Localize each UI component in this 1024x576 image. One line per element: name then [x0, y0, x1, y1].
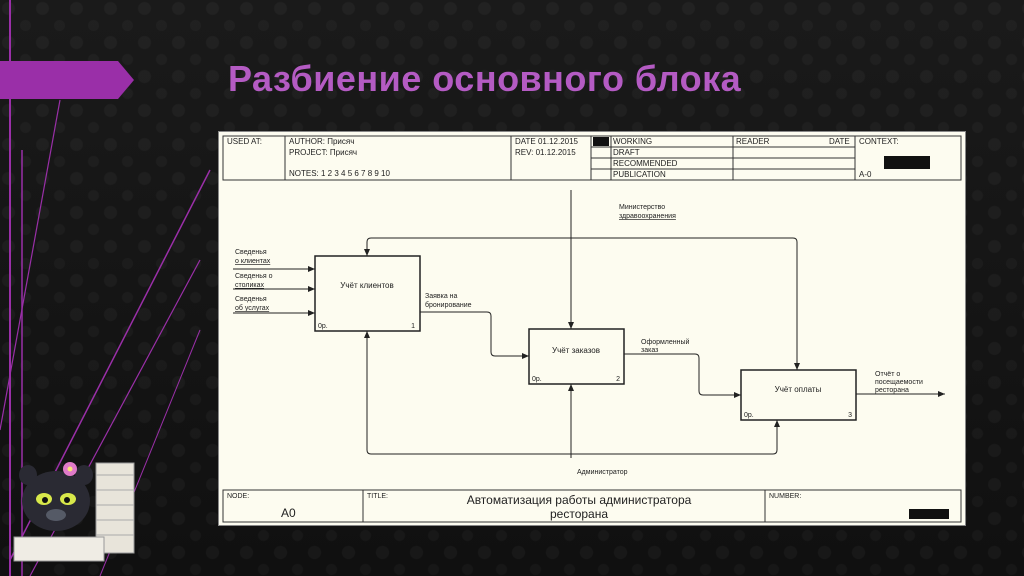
context-label: CONTEXT:	[859, 137, 899, 146]
flow-arrow	[624, 353, 741, 398]
notes-field: NOTES: 1 2 3 4 5 6 7 8 9 10	[289, 169, 391, 178]
status-recommended: RECOMMENDED	[613, 159, 678, 168]
node-label: NODE:	[227, 493, 249, 500]
mechanism-branch-arrow	[364, 331, 571, 455]
output-label: посещаемости	[875, 379, 923, 386]
box-label: Учёт оплаты	[775, 385, 822, 394]
title-ribbon	[0, 61, 134, 99]
input-label: о клиентах	[235, 258, 271, 265]
activity-box-1[interactable]: Учёт клиентов 0р. 1	[314, 255, 421, 332]
mechanism-label: Администратор	[577, 469, 628, 476]
diagram-title: ресторана	[550, 507, 608, 521]
input-label: Сведенья о	[235, 273, 273, 280]
flow-label: Оформленный	[641, 338, 690, 346]
control-label: здравоохранения	[619, 213, 676, 220]
context-marker	[884, 156, 930, 169]
box-number: 3	[848, 412, 852, 419]
input-label: об услугах	[235, 304, 270, 312]
flow-label: бронирование	[425, 301, 472, 309]
input-label: Сведенья	[235, 296, 267, 303]
flow-arrow	[420, 311, 529, 359]
box-label: Учёт клиентов	[340, 281, 393, 290]
title-label: TITLE:	[367, 493, 388, 500]
panther-mascot-image	[13, 462, 135, 562]
paper-stack	[13, 536, 105, 562]
activity-box-3[interactable]: Учёт оплаты 0р. 3	[740, 369, 857, 421]
context-node: A-0	[859, 170, 872, 179]
date-field: DATE 01.12.2015	[515, 137, 579, 146]
status-draft: DRAFT	[613, 148, 640, 157]
number-label: NUMBER:	[769, 493, 801, 500]
rev-field: REV: 01.12.2015	[515, 148, 576, 157]
box-cost: 0р.	[318, 323, 328, 330]
input-label: Сведенья	[235, 249, 267, 256]
output-label: Отчёт о	[875, 371, 900, 378]
reader-date-label: DATE	[829, 137, 850, 146]
author-field: AUTHOR: Присяч	[289, 137, 354, 146]
diagonal-line	[0, 99, 61, 431]
control-branch-arrow	[366, 237, 800, 370]
box-number: 2	[616, 376, 620, 383]
flow-label: заказ	[641, 347, 658, 354]
node-value: A0	[281, 506, 296, 520]
idef0-diagram: USED AT: AUTHOR: Присяч PROJECT: Присяч …	[218, 131, 966, 526]
box-cost: 0р.	[744, 412, 754, 419]
control-label: Министерство	[619, 204, 665, 211]
mechanism-branch-arrow	[571, 420, 780, 455]
diagram-header	[222, 135, 962, 181]
input-label: столиках	[235, 282, 264, 289]
working-marker	[593, 137, 609, 146]
box-cost: 0р.	[532, 376, 542, 383]
status-publication: PUBLICATION	[613, 170, 666, 179]
output-label: ресторана	[875, 387, 909, 394]
flow-label: Заявка на	[425, 293, 458, 300]
panther-head	[22, 471, 90, 531]
box-label: Учёт заказов	[552, 346, 600, 355]
activity-box-2[interactable]: Учёт заказов 0р. 2	[528, 328, 625, 385]
footer-marker	[909, 509, 949, 519]
diagram-title: Автоматизация работы администратора	[467, 493, 692, 507]
status-working: WORKING	[613, 137, 652, 146]
slide-title: Разбиение основного блока	[228, 58, 742, 99]
diagram-footer	[222, 489, 962, 523]
used-at-label: USED AT:	[227, 137, 262, 146]
box-number: 1	[411, 323, 415, 330]
reader-label: READER	[736, 137, 770, 146]
project-field: PROJECT: Присяч	[289, 148, 357, 157]
